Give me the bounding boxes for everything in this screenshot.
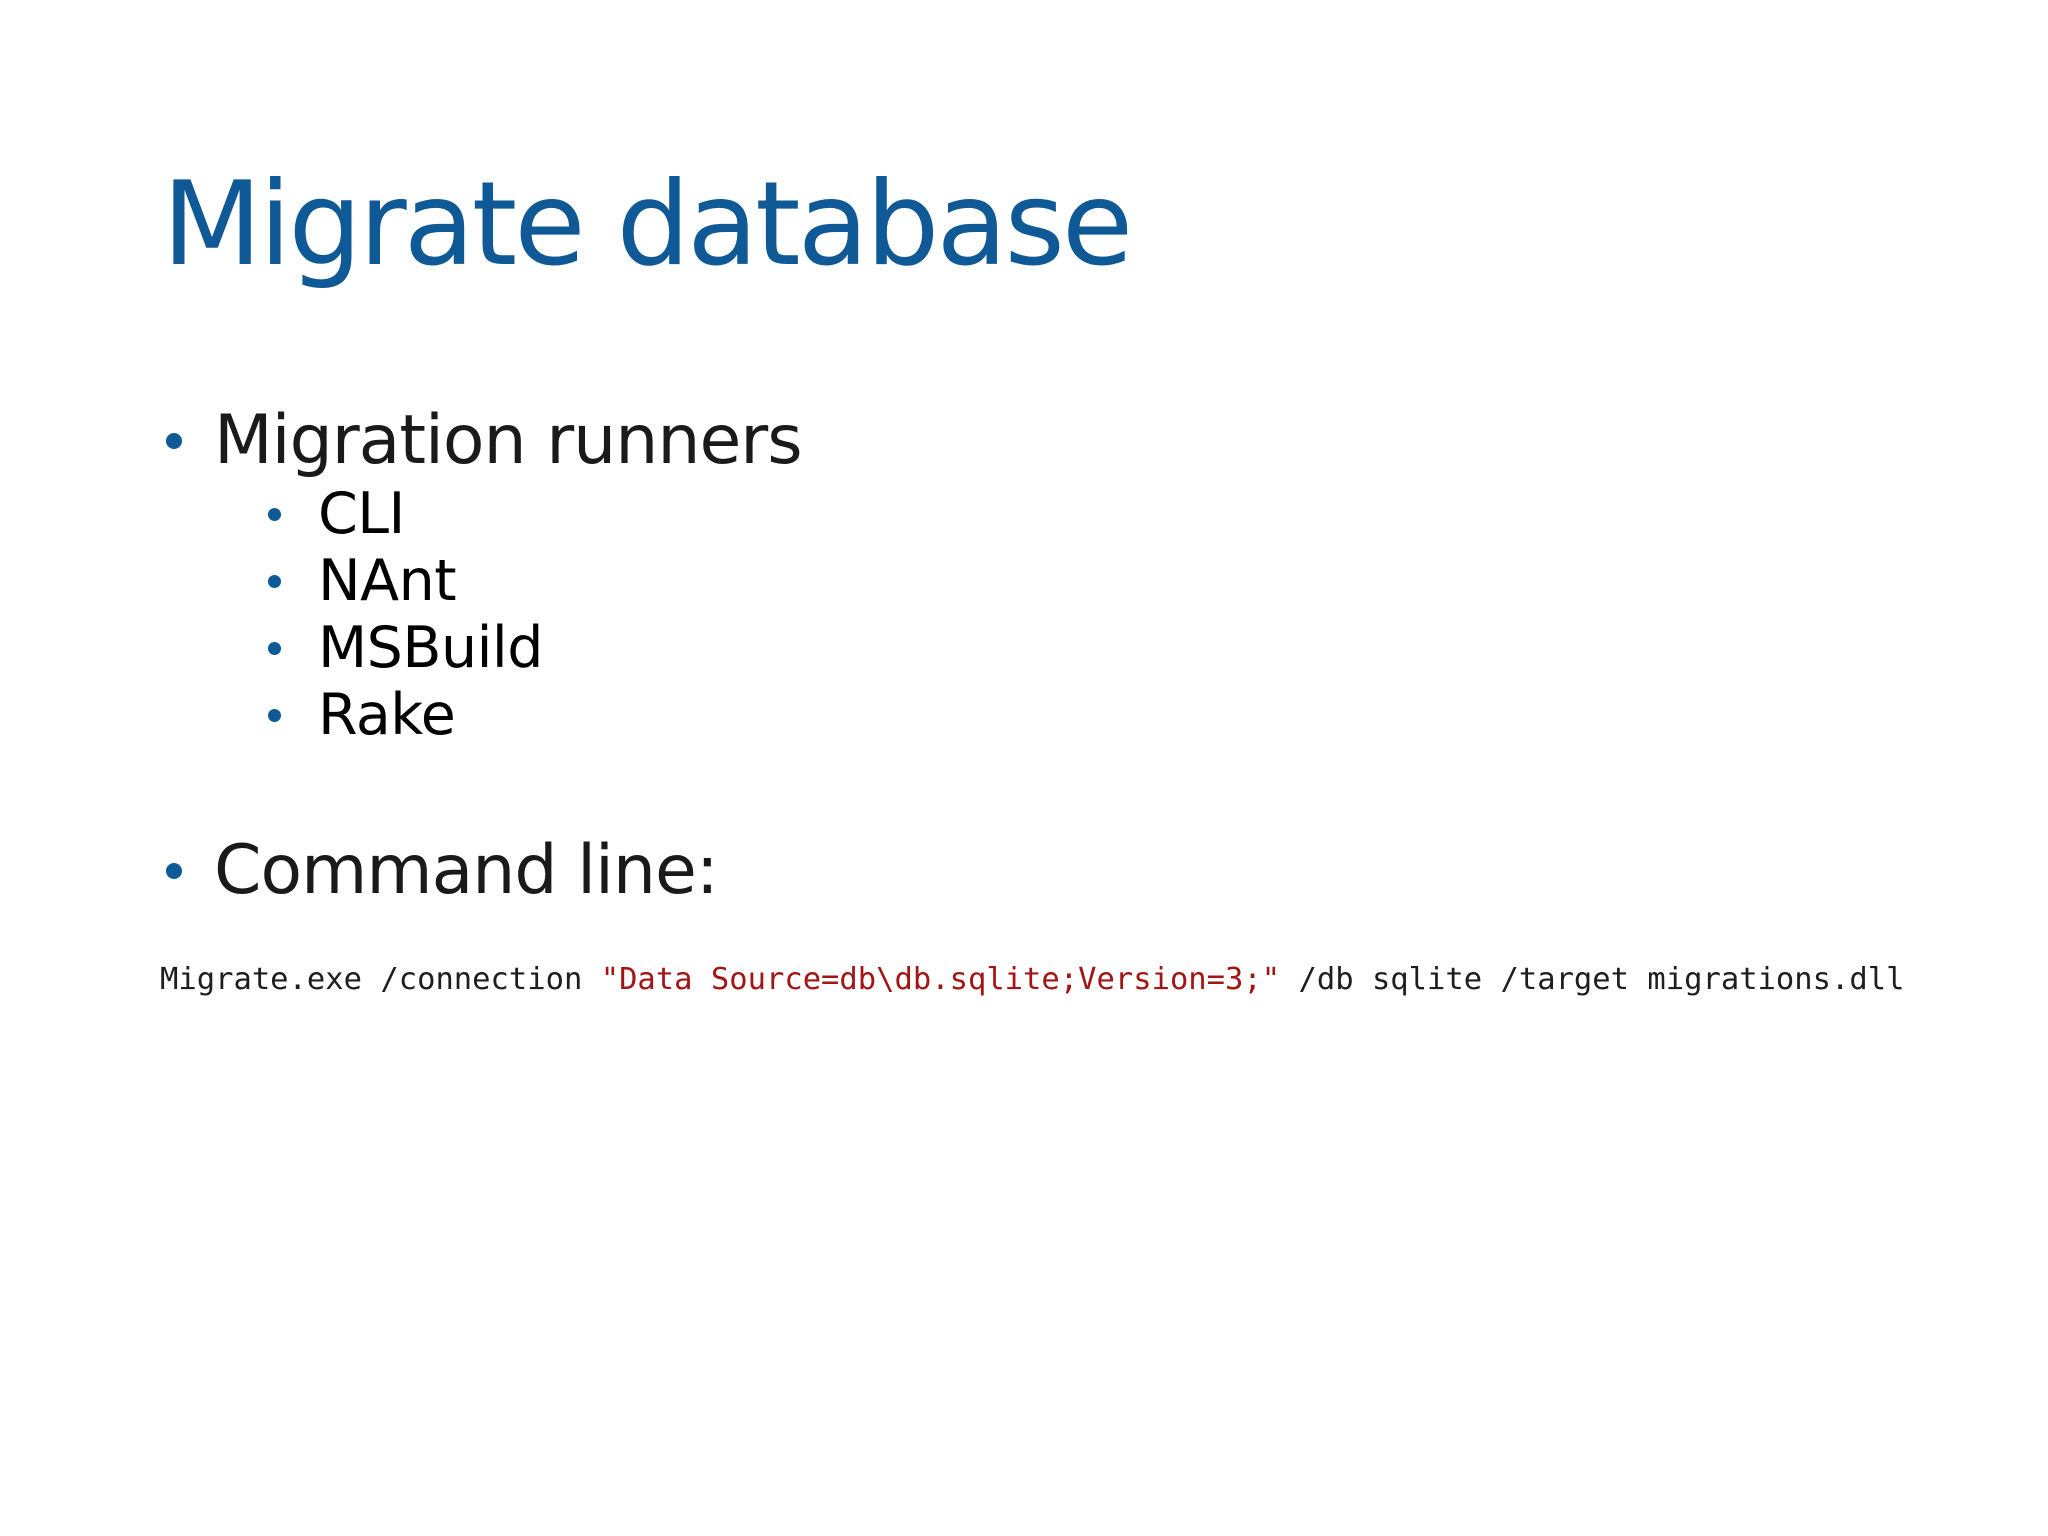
sub-bullet-text: CLI (318, 481, 405, 547)
code-suffix: /db sqlite /target migrations.dll (1280, 962, 1905, 997)
sub-bullet-text: NAnt (318, 548, 457, 614)
sub-bullet-text: Rake (318, 682, 456, 748)
bullet-dot (268, 508, 281, 521)
code-prefix: Migrate.exe /connection (160, 962, 601, 997)
slide-title: Migrate database (162, 157, 1133, 292)
bullet-text: Migration runners (214, 401, 803, 480)
command-line-code: Migrate.exe /connection "Data Source=db\… (160, 958, 1904, 1002)
bullet-dot (166, 433, 182, 449)
bullet-dot (268, 575, 281, 588)
code-connection-string: "Data Source=db\db.sqlite;Version=3;" (600, 962, 1281, 997)
sub-bullet-text: MSBuild (318, 615, 543, 681)
bullet-dot (268, 709, 281, 722)
bullet-text: Command line: (214, 831, 719, 910)
bullet-dot (166, 863, 182, 879)
bullet-dot (268, 642, 281, 655)
